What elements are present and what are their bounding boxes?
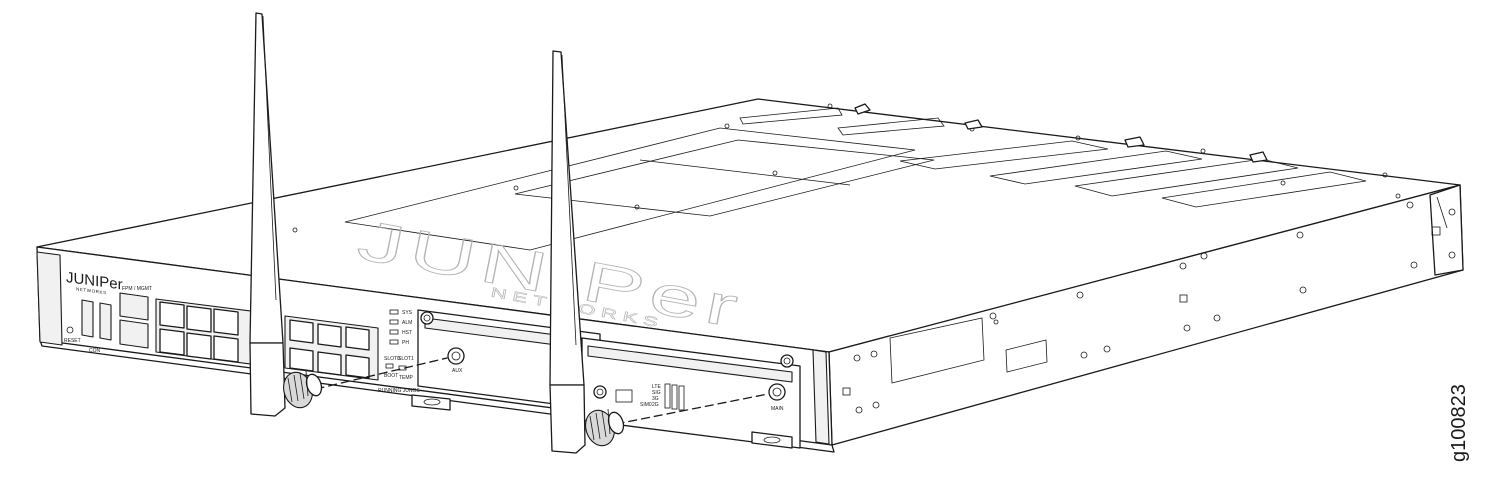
left-vent-grille: [36, 251, 63, 346]
rj45-port[interactable]: [186, 332, 212, 360]
sfp-port[interactable]: [317, 351, 342, 376]
main-connector[interactable]: [768, 383, 786, 401]
figure-id-label: g100823: [1448, 384, 1470, 462]
aux-connector[interactable]: [447, 347, 465, 365]
aux-connector-label: AUX: [452, 368, 463, 374]
main-led-sig: SIG: [652, 390, 661, 396]
left-antenna-connector: [283, 370, 323, 409]
sfp-port[interactable]: [345, 326, 370, 351]
main-led-lte: LTE: [652, 384, 661, 390]
led-label-sys: SYS: [402, 310, 413, 316]
status-leds: SYS ALM HST PH SLOT0 SLOT1 BOOT TEMP RUN…: [378, 309, 420, 394]
reset-button[interactable]: [66, 326, 74, 334]
led-label-temp: TEMP: [399, 375, 414, 381]
sfp-port-block: [284, 315, 379, 381]
main-led-3g: 3G: [652, 396, 659, 402]
chassis-front-panel: JUNIPer NETWORKS RESET CON FPM / MGMT: [36, 246, 835, 453]
aux-alignment-line: [315, 357, 448, 390]
right-antenna: [549, 50, 625, 454]
side-holes: [842, 201, 1418, 414]
main-module-leds: LTE SIG 3G 2G: [652, 383, 685, 411]
led-label-slot1: SLOT1: [398, 356, 414, 362]
sfp-port[interactable]: [345, 354, 370, 379]
rj45-port[interactable]: [213, 335, 239, 363]
right-antenna-connector: [585, 408, 625, 447]
main-led-2g: 2G: [652, 402, 659, 408]
rj45-port-block: [155, 298, 267, 367]
top-vent-panels: [344, 107, 1367, 251]
mgmt-port-bottom[interactable]: [119, 319, 149, 349]
usb-port-1[interactable]: [81, 299, 94, 338]
usb-port-2[interactable]: [99, 302, 112, 341]
main-alignment-line: [615, 393, 769, 425]
reset-label: RESET: [64, 338, 81, 344]
mgmt-port-label: FPM / MGMT: [122, 286, 152, 292]
rj45-port[interactable]: [159, 328, 185, 356]
main-connector-label: MAIN: [771, 406, 784, 412]
usb-label: CON: [89, 348, 101, 354]
sfp-port[interactable]: [289, 319, 314, 344]
rj45-port[interactable]: [213, 308, 239, 336]
led-label-slot0: SLOT0: [384, 356, 400, 362]
top-screws: [292, 103, 1401, 233]
rj45-port[interactable]: [159, 301, 185, 329]
rj45-port[interactable]: [186, 305, 212, 333]
sim-slot-label: SIM0: [640, 402, 652, 408]
led-label-alm: ALM: [402, 320, 412, 326]
sfp-port[interactable]: [317, 323, 342, 348]
running-junos-label: RUNNING JUNOS: [378, 388, 420, 394]
thumbscrew[interactable]: [780, 354, 794, 368]
sfp-port[interactable]: [289, 347, 314, 372]
left-antenna: [249, 12, 323, 417]
mgmt-port-top[interactable]: [119, 292, 149, 321]
led-label-ph: PH: [402, 340, 409, 346]
led-label-hst: HST: [402, 330, 412, 336]
thumbscrew[interactable]: [593, 385, 607, 399]
front-brand-sub: NETWORKS: [76, 286, 107, 295]
thumbscrew[interactable]: [420, 311, 434, 325]
led-label-boot: BOOT: [384, 373, 398, 379]
